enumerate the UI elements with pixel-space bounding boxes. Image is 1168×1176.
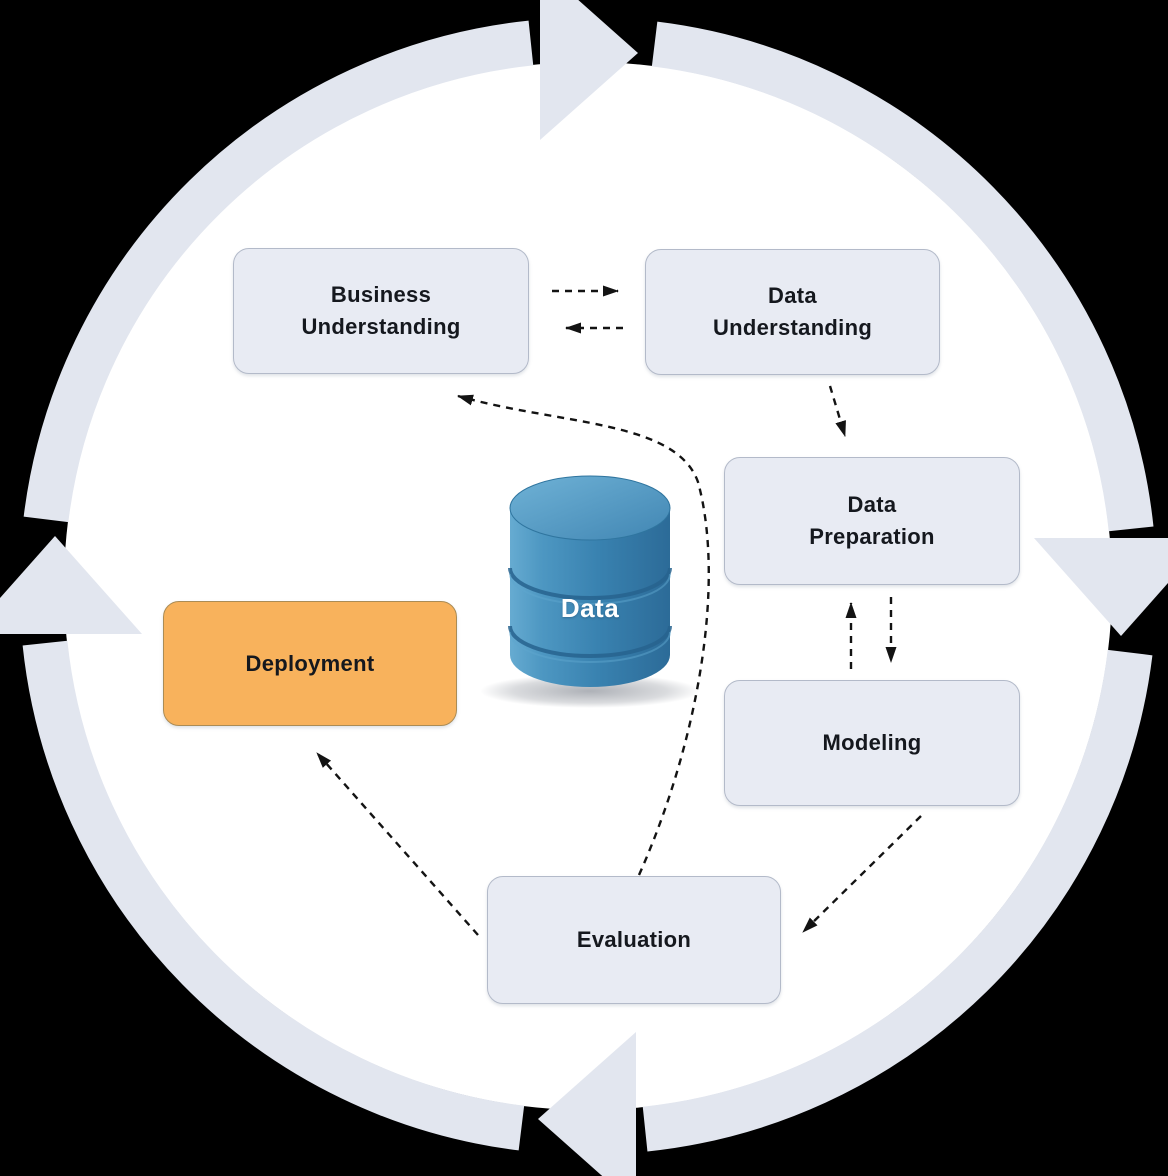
ring-arc-top-right — [651, 21, 1154, 532]
ring-arrowhead-top-icon — [540, 0, 638, 140]
database-top — [509, 475, 671, 541]
node-evaluation-label: Evaluation — [576, 927, 692, 953]
node-evaluation: Evaluation — [487, 876, 781, 1004]
ring-arc-bottom-left — [22, 640, 525, 1151]
node-data-preparation-label: Data Preparation — [809, 492, 935, 549]
ring-arc-bottom-right — [642, 649, 1153, 1152]
ring-arrowhead-left-icon — [0, 536, 142, 634]
node-data-understanding: Data Understanding — [645, 249, 940, 375]
database-icon — [480, 475, 700, 708]
database-shadow — [480, 674, 700, 708]
node-business-understanding-label: Business Understanding — [301, 282, 461, 339]
edge-evaluation-to-deployment — [316, 752, 479, 936]
node-modeling-label: Modeling — [822, 730, 922, 756]
ring-arrowhead-right-icon — [1034, 538, 1168, 636]
node-deployment: Deployment — [163, 601, 457, 726]
cycle-ring — [22, 20, 1154, 1152]
process-arrows — [316, 285, 922, 936]
node-data-preparation: Data Preparation — [724, 457, 1020, 585]
node-deployment-label: Deployment — [245, 650, 375, 676]
node-business-understanding: Business Understanding — [233, 248, 529, 374]
database-label: Data — [560, 592, 620, 623]
edge-data-understanding-to-preparation — [828, 385, 847, 437]
node-data-understanding-label: Data Understanding — [712, 283, 873, 340]
node-modeling: Modeling — [724, 680, 1020, 806]
ring-arc-top-left — [23, 20, 534, 523]
edge-modeling-to-evaluation — [802, 815, 922, 933]
ring-arrowhead-bottom-icon — [538, 1032, 636, 1176]
